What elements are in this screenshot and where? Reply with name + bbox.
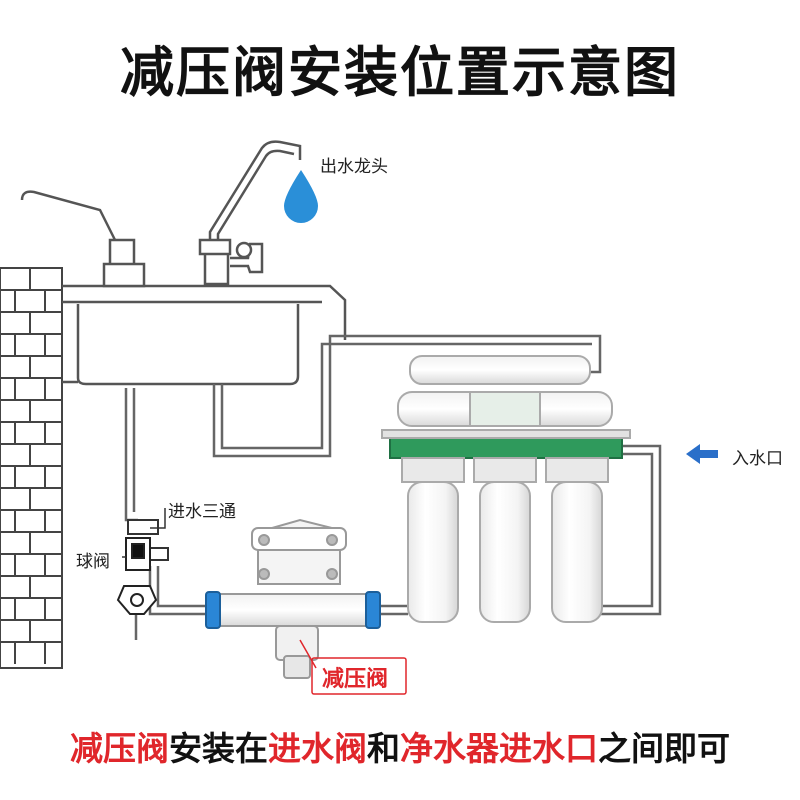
page-title: 减压阀安装位置示意图 xyxy=(120,41,680,104)
pressure-valve-label-box xyxy=(311,657,407,695)
pressure-valve-leader xyxy=(299,639,317,669)
inlet-arrow-icon xyxy=(686,444,718,464)
note-part-2: 安装在 xyxy=(169,729,268,768)
pressure-valve-label: 减压阀 xyxy=(322,667,389,692)
output-faucet xyxy=(198,140,302,286)
ball-valve-label: 球阀 xyxy=(76,552,110,572)
pressure-reducing-valve xyxy=(205,518,381,679)
leader-lines xyxy=(122,508,166,558)
installation-note: 减压阀安装在进水阀和净水器进水口之间即可 xyxy=(0,722,800,770)
note-part-5: 净水器进水口 xyxy=(400,729,598,768)
note-part-6: 之间即可 xyxy=(598,729,730,768)
water-drop-icon xyxy=(284,170,318,223)
tee-label: 进水三通 xyxy=(168,502,236,522)
faucet-label: 出水龙头 xyxy=(320,157,388,177)
brick-wall xyxy=(0,267,63,669)
note-part-3: 进水阀 xyxy=(268,729,367,768)
inlet-label: 入水口 xyxy=(732,449,783,469)
note-part-1: 减压阀 xyxy=(70,729,169,768)
wall-faucet xyxy=(20,190,146,288)
note-part-4: 和 xyxy=(367,729,400,768)
ball-valve xyxy=(116,537,158,615)
water-purifier xyxy=(381,355,631,623)
pipes xyxy=(124,334,662,640)
inlet-tee xyxy=(127,519,169,561)
sink-counter xyxy=(62,284,347,386)
